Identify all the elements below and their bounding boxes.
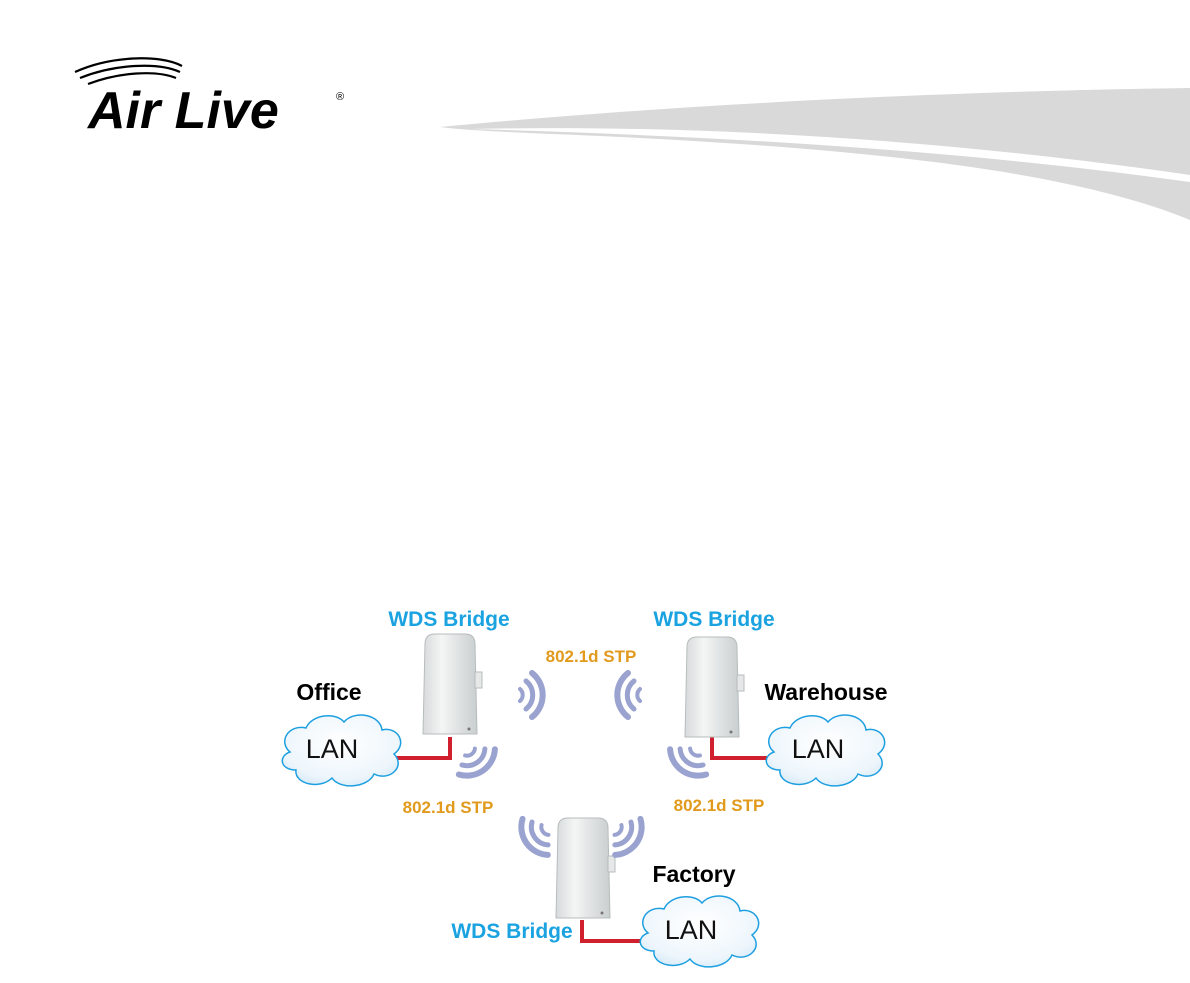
wave-factory-to-warehouse-icon: [605, 812, 649, 861]
wave-office-to-warehouse-icon: [520, 673, 543, 717]
office-lan-label: LAN: [306, 734, 359, 764]
warehouse-site-label: Warehouse: [764, 679, 887, 705]
factory-bridge-device-icon: [556, 818, 615, 918]
wave-office-to-factory-icon: [452, 739, 501, 783]
warehouse-bridge-label: WDS Bridge: [653, 608, 774, 631]
wave-factory-to-office-icon: [514, 812, 558, 861]
wave-warehouse-to-factory-icon: [664, 739, 713, 783]
stp-label-warehouse-factory: 802.1d STP: [674, 796, 765, 815]
factory-site-label: Factory: [652, 861, 735, 887]
office-bridge-device-icon: [423, 634, 482, 734]
warehouse-lan-cable: [712, 737, 770, 758]
office-bridge-label: WDS Bridge: [388, 608, 509, 631]
factory-bridge-label: WDS Bridge: [451, 920, 572, 943]
office-site-label: Office: [296, 679, 361, 705]
wave-warehouse-to-office-icon: [617, 673, 640, 717]
warehouse-lan-label: LAN: [792, 734, 845, 764]
stp-label-office-factory: 802.1d STP: [403, 798, 494, 817]
factory-lan-cable: [582, 920, 642, 941]
factory-lan-label: LAN: [665, 915, 718, 945]
warehouse-bridge-device-icon: [685, 637, 744, 737]
stp-label-office-warehouse: 802.1d STP: [546, 647, 637, 666]
